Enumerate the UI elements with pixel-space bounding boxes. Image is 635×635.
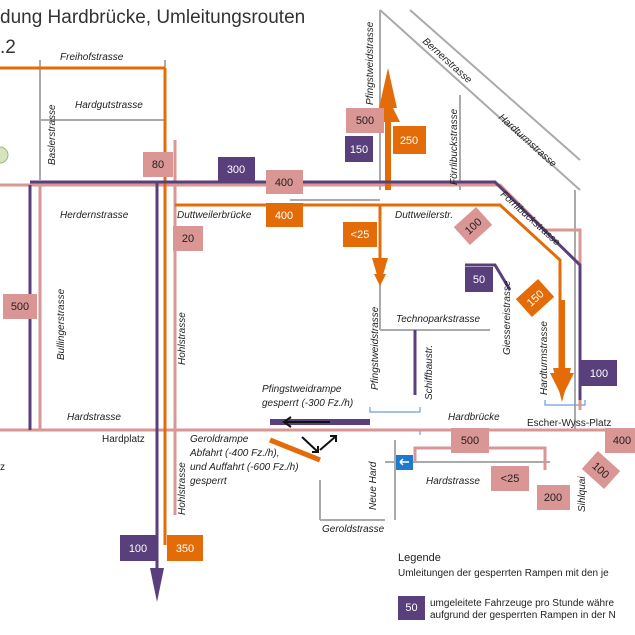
label-hardbruecke: Hardbrücke	[448, 412, 500, 423]
label-pfingstweidstrasse-mid: Pfingstweidstrasse	[370, 306, 381, 390]
svg-text:500: 500	[356, 115, 374, 127]
svg-text:100: 100	[590, 368, 608, 380]
label-duttweilerbruecke: Duttweilerbrücke	[177, 210, 252, 221]
badge-100-sihlquai: 100	[581, 451, 621, 489]
black-arrows	[282, 416, 337, 453]
page-subtitle: .2	[0, 37, 16, 58]
label-hardturmstrasse-mid: Hardturmstrasse	[539, 321, 550, 395]
badge-100-rotated: 100	[453, 207, 493, 245]
legend-sample-text: umgeleitete Fahrzeuge pro Stunde währe a…	[430, 598, 616, 622]
label-neue-hard: Neue Hard	[368, 461, 379, 510]
label-hardgutstrasse: Hardgutstrasse	[75, 100, 143, 111]
geroldrampe-line2: Abfahrt (-400 Fz./h),	[189, 448, 279, 459]
label-duttweilerstr: Duttweilerstr.	[395, 210, 453, 221]
badge-lt25-orange: <25	[343, 222, 377, 247]
svg-text:<25: <25	[501, 473, 520, 485]
label-baslerstrasse: Baslerstrasse	[47, 104, 58, 165]
label-edge-z: z	[0, 462, 5, 473]
label-hardstrasse-left: Hardstrasse	[67, 412, 121, 423]
svg-text:500: 500	[11, 301, 29, 313]
legend-sample-badge: 50	[398, 596, 425, 620]
svg-text:350: 350	[176, 543, 194, 555]
svg-text:<25: <25	[351, 229, 370, 241]
badge-150-orange: 150	[515, 279, 555, 317]
badge-100-purple-right: 100	[581, 360, 617, 386]
label-schiffbaustr: Schiffbaustr.	[424, 345, 435, 400]
legend-sample-line2: aufgrund der gesperrten Rampen in der N	[430, 610, 616, 621]
geroldrampe-line4: gesperrt	[190, 476, 228, 487]
label-geroldstrasse: Geroldstrasse	[322, 524, 385, 535]
badge-150-purple: 150	[345, 136, 373, 162]
badge-500-hardbruecke: 500	[451, 428, 489, 453]
pfingstweidrampe-line1: Pfingstweidrampe	[262, 384, 342, 395]
label-freihofstrasse: Freihofstrasse	[60, 52, 124, 63]
svg-text:400: 400	[275, 210, 293, 222]
badge-400-pink: 400	[266, 170, 303, 194]
arrow-down-hohlstrasse	[150, 568, 164, 602]
legend-title: Legende	[398, 552, 441, 564]
orange-routes	[0, 66, 574, 545]
geroldrampe-line3: und Auffahrt (-600 Fz./h)	[190, 462, 299, 473]
svg-text:50: 50	[473, 274, 485, 286]
legend-description: Umleitungen der gesperrten Rampen mit de…	[398, 568, 609, 579]
traffic-volume-badges: 80 20 300 400 400 500 150 250 <25 100 50…	[3, 108, 635, 561]
arrow-down-pfingstweid	[372, 258, 388, 285]
legend-sample-line1: umgeleitete Fahrzeuge pro Stunde währe	[430, 598, 615, 609]
badge-200: 200	[537, 485, 570, 510]
badge-500-left: 500	[3, 294, 37, 319]
label-pfingstweidstrasse-top: Pfingstweidstrasse	[365, 21, 376, 105]
label-foerrlibuckstrasse-a: Förrlibuckstrasse	[449, 108, 460, 185]
badge-20: 20	[173, 226, 203, 251]
label-escher-wyss-platz: Escher-Wyss-Platz	[527, 418, 611, 429]
svg-text:20: 20	[182, 233, 194, 245]
svg-text:100: 100	[129, 543, 147, 555]
svg-text:200: 200	[544, 492, 562, 504]
label-sihlquai: Sihlquai	[577, 476, 588, 512]
label-hardstrasse-right: Hardstrasse	[426, 476, 480, 487]
label-bullingerstrasse: Bullingerstrasse	[56, 288, 67, 360]
label-hardplatz: Hardplatz	[102, 434, 145, 445]
svg-text:300: 300	[227, 164, 245, 176]
arrow-down-hardturm	[553, 368, 571, 402]
pfingstweidrampe-line2: gesperrt (-300 Fz./h)	[262, 398, 353, 409]
svg-text:500: 500	[461, 435, 479, 447]
page-title: dung Hardbrücke, Umleitungsrouten	[0, 7, 306, 28]
label-giessereistrasse: Giessereistrasse	[502, 280, 513, 355]
svg-text:400: 400	[275, 177, 293, 189]
label-hardturmstrasse-top: Hardturmstrasse	[496, 112, 559, 170]
label-technoparkstrasse: Technoparkstrasse	[396, 314, 481, 325]
badge-80: 80	[143, 152, 173, 177]
badge-500-top: 500	[346, 108, 384, 133]
label-hohlstrasse-a: Hohlstrasse	[177, 312, 188, 365]
geroldrampe-line1: Geroldrampe	[190, 434, 249, 445]
label-hohlstrasse-b: Hohlstrasse	[177, 462, 188, 515]
label-herdernstrasse: Herdernstrasse	[60, 210, 129, 221]
one-way-sign-icon	[396, 455, 413, 470]
arrow-up-pfingstweid	[379, 68, 397, 108]
left-marker-circle	[0, 146, 9, 164]
badge-100-bottom: 100	[120, 535, 156, 561]
svg-text:400: 400	[613, 435, 631, 447]
legend: Legende Umleitungen der gesperrten Rampe…	[398, 552, 635, 621]
badge-300: 300	[218, 157, 255, 181]
svg-text:250: 250	[400, 135, 418, 147]
badge-lt25-pink: <25	[491, 466, 529, 491]
badge-50: 50	[465, 267, 493, 292]
badge-400-right: 400	[605, 428, 635, 453]
badge-350: 350	[167, 535, 203, 561]
badge-400-orange: 400	[266, 203, 303, 227]
label-foerrlibuckstrasse-b: Förrlibuckstrasse	[498, 189, 562, 248]
svg-text:150: 150	[350, 144, 368, 156]
svg-text:80: 80	[152, 159, 164, 171]
badge-250: 250	[393, 126, 426, 154]
